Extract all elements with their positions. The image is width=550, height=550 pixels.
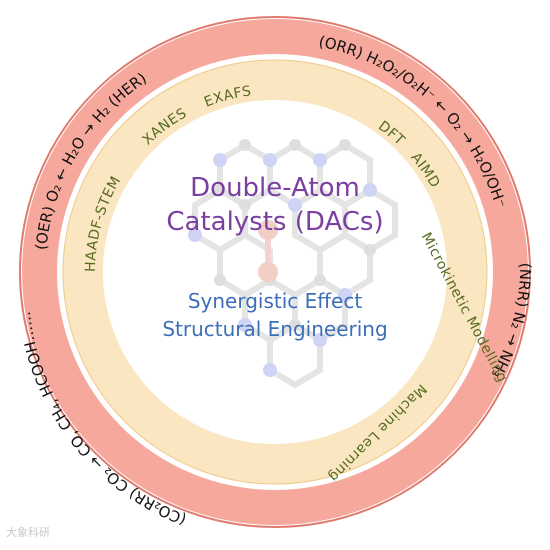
center-subtitle-line2: Structural Engineering: [162, 317, 388, 341]
molecular-structure-image: [188, 139, 398, 389]
watermark: 大象科研: [6, 526, 50, 539]
center-subtitle-line1: Synergistic Effect: [187, 289, 363, 313]
center-title-line2: Catalysts (DACs): [166, 207, 384, 237]
center-title-line1: Double-Atom: [190, 173, 360, 203]
